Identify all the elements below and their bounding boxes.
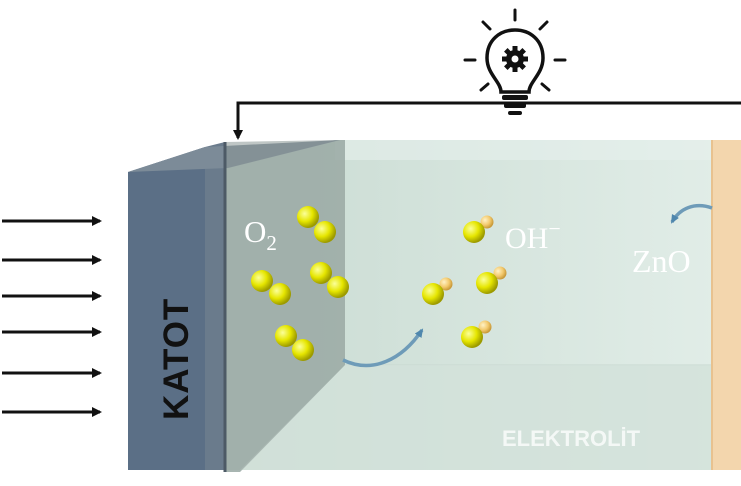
electrolyte-label: ELEKTROLİT xyxy=(502,426,641,451)
incoming-air-arrows xyxy=(2,216,102,417)
cathode-plate xyxy=(128,140,345,472)
oh-ion xyxy=(476,266,507,294)
o2-molecule xyxy=(275,325,314,361)
oxygen-molecules xyxy=(251,206,349,361)
lightbulb-gear-icon xyxy=(463,8,567,115)
oxygen-label: O2 xyxy=(244,214,277,255)
o2-molecule xyxy=(310,262,349,298)
oh-ion xyxy=(461,320,492,348)
oh-ion xyxy=(463,215,494,243)
hydroxide-ions xyxy=(422,215,507,348)
zinc-oxide-label: ZnO xyxy=(632,243,691,279)
reaction-arrow-zno xyxy=(670,203,713,224)
o2-molecule xyxy=(297,206,336,243)
hydroxide-label: OH− xyxy=(505,216,561,255)
external-circuit-wire xyxy=(233,101,741,140)
reaction-arrow-o2-to-oh xyxy=(342,328,424,368)
oh-ion xyxy=(422,277,453,305)
o2-molecule xyxy=(251,270,291,305)
cathode-label: KATOT xyxy=(157,298,196,420)
anode-plate xyxy=(711,140,741,470)
